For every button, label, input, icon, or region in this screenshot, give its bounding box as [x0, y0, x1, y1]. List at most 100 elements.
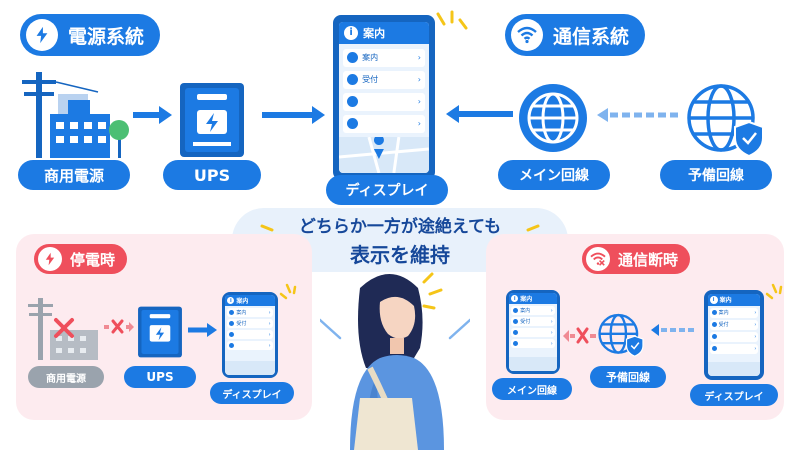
- tablet-menu-row: ›: [709, 331, 759, 342]
- tablet-title: 案内: [236, 298, 249, 306]
- globe-shield-icon: [598, 313, 644, 357]
- comm-main-line-label: メイン回線: [492, 378, 572, 400]
- tablet-title-bar: i 案内: [509, 293, 557, 305]
- tablet-menu-row: 案内 ›: [511, 306, 555, 316]
- chevron-right-icon: ›: [268, 309, 271, 316]
- row-label: 受付: [362, 75, 379, 85]
- comm-backup-line-label: 予備回線: [590, 366, 666, 388]
- row-label: 受付: [718, 322, 729, 329]
- map-area: [509, 356, 557, 371]
- arrow-left-icon: [446, 105, 513, 123]
- main-line-label: メイン回線: [498, 160, 610, 190]
- chevron-right-icon: ›: [550, 307, 553, 314]
- tablet-menu-row: ›: [511, 339, 555, 349]
- info-icon: i: [344, 25, 359, 40]
- display-tablet: i 案内 案内 › 受付 › › ›: [333, 15, 435, 180]
- info-icon: i: [511, 295, 519, 303]
- map-area: [339, 135, 429, 174]
- outage-header: 停電時: [34, 244, 128, 274]
- people-icon: [347, 96, 359, 108]
- person-icon: [513, 319, 519, 325]
- tablet-title: 案内: [520, 296, 533, 304]
- power-system-header: 電源系統: [20, 14, 161, 56]
- outage-display-label: ディスプレイ: [210, 382, 294, 404]
- outage-display-tablet: i 案内 案内› 受付› › ›: [222, 292, 278, 378]
- tablet-screen: i 案内 案内› 受付› › ›: [225, 295, 275, 375]
- person-icon: [229, 321, 235, 327]
- map-area: [225, 360, 275, 375]
- comm-display-tablet: i 案内 案内 › 受付 › › ›: [704, 290, 764, 380]
- tablet-screen: i 案内 案内 › 受付 › › ›: [339, 21, 429, 174]
- document-icon: [513, 341, 519, 347]
- chevron-right-icon: ›: [754, 309, 757, 316]
- ups-label: UPS: [163, 160, 261, 190]
- comm-outage-header-label: 通信断時: [618, 250, 679, 269]
- chevron-right-icon: ›: [550, 340, 553, 347]
- row-label: 受付: [236, 321, 247, 328]
- comm-system-header: 通信系統: [505, 14, 646, 56]
- arrow-right-icon: [188, 323, 217, 337]
- tablet-menu-row: 受付 ›: [343, 70, 425, 89]
- menu-icon: [711, 310, 717, 316]
- person-illustration: [320, 272, 470, 450]
- chevron-right-icon: ›: [417, 97, 421, 107]
- broken-dashed-arrow-icon: [563, 327, 596, 344]
- comm-display-label: ディスプレイ: [690, 384, 778, 406]
- map-area: [707, 362, 761, 377]
- info-icon: i: [227, 297, 235, 305]
- tablet-menu-row: ›: [343, 92, 425, 111]
- chevron-right-icon: ›: [417, 75, 421, 85]
- tablet-title: 案内: [363, 26, 386, 40]
- tablet-title: 案内: [719, 297, 732, 305]
- outage-ups-label: UPS: [124, 366, 196, 388]
- center-message-line1: どちらか一方が途絶えても: [298, 217, 502, 237]
- row-label: 案内: [520, 308, 531, 315]
- outage-power-source-label: 商用電源: [28, 366, 104, 388]
- tablet-menu-row: 受付 ›: [709, 319, 759, 330]
- person-icon: [711, 322, 717, 328]
- arrow-right-icon: [133, 106, 172, 124]
- tablet-menu-row: ›: [343, 114, 425, 133]
- tablet-menu-row: ›: [511, 328, 555, 338]
- chevron-right-icon: ›: [754, 321, 757, 328]
- tablet-title-bar: i 案内: [225, 295, 275, 307]
- row-label: 案内: [362, 53, 379, 63]
- chevron-right-icon: ›: [550, 318, 553, 325]
- power-source-icon: [22, 72, 129, 158]
- center-message-line2: 表示を維持: [350, 243, 450, 267]
- tablet-menu-row: 案内 ›: [709, 307, 759, 318]
- dashed-arrow-left-icon: [651, 324, 694, 336]
- row-label: 案内: [718, 310, 729, 317]
- tablet-title-bar: i 案内: [339, 21, 429, 44]
- menu-icon: [347, 52, 359, 64]
- people-icon: [513, 330, 519, 336]
- attention-marks-icon: [436, 10, 468, 30]
- tablet-screen: i 案内 案内 › 受付 › › ›: [707, 293, 761, 377]
- menu-icon: [513, 308, 519, 314]
- globe-shield-icon: [687, 84, 764, 158]
- comm-outage-header: 通信断時: [582, 244, 691, 274]
- attention-marks-icon: [765, 283, 783, 300]
- comm-main-display-tablet: i 案内 案内 › 受付 › › ›: [506, 290, 560, 374]
- tablet-title-bar: i 案内: [707, 293, 761, 306]
- info-icon: i: [709, 295, 718, 304]
- comm-system-header-label: 通信系統: [553, 25, 630, 48]
- lightning-icon: [26, 19, 58, 51]
- document-icon: [347, 118, 359, 130]
- wifi-off-icon: [586, 247, 610, 271]
- chevron-right-icon: ›: [268, 342, 271, 349]
- chevron-right-icon: ›: [754, 345, 757, 352]
- tablet-menu-row: ›: [227, 341, 273, 351]
- people-icon: [711, 334, 717, 340]
- ups-device-icon: [180, 83, 244, 157]
- person-icon: [347, 74, 359, 86]
- chevron-right-icon: ›: [550, 329, 553, 336]
- globe-icon: [519, 84, 587, 152]
- chevron-right-icon: ›: [754, 333, 757, 340]
- display-label: ディスプレイ: [326, 175, 448, 205]
- chevron-right-icon: ›: [417, 119, 421, 129]
- row-label: 受付: [520, 319, 531, 326]
- power-source-icon: [28, 298, 98, 360]
- power-system-header-label: 電源系統: [68, 25, 145, 48]
- tablet-menu-row: 案内›: [227, 308, 273, 318]
